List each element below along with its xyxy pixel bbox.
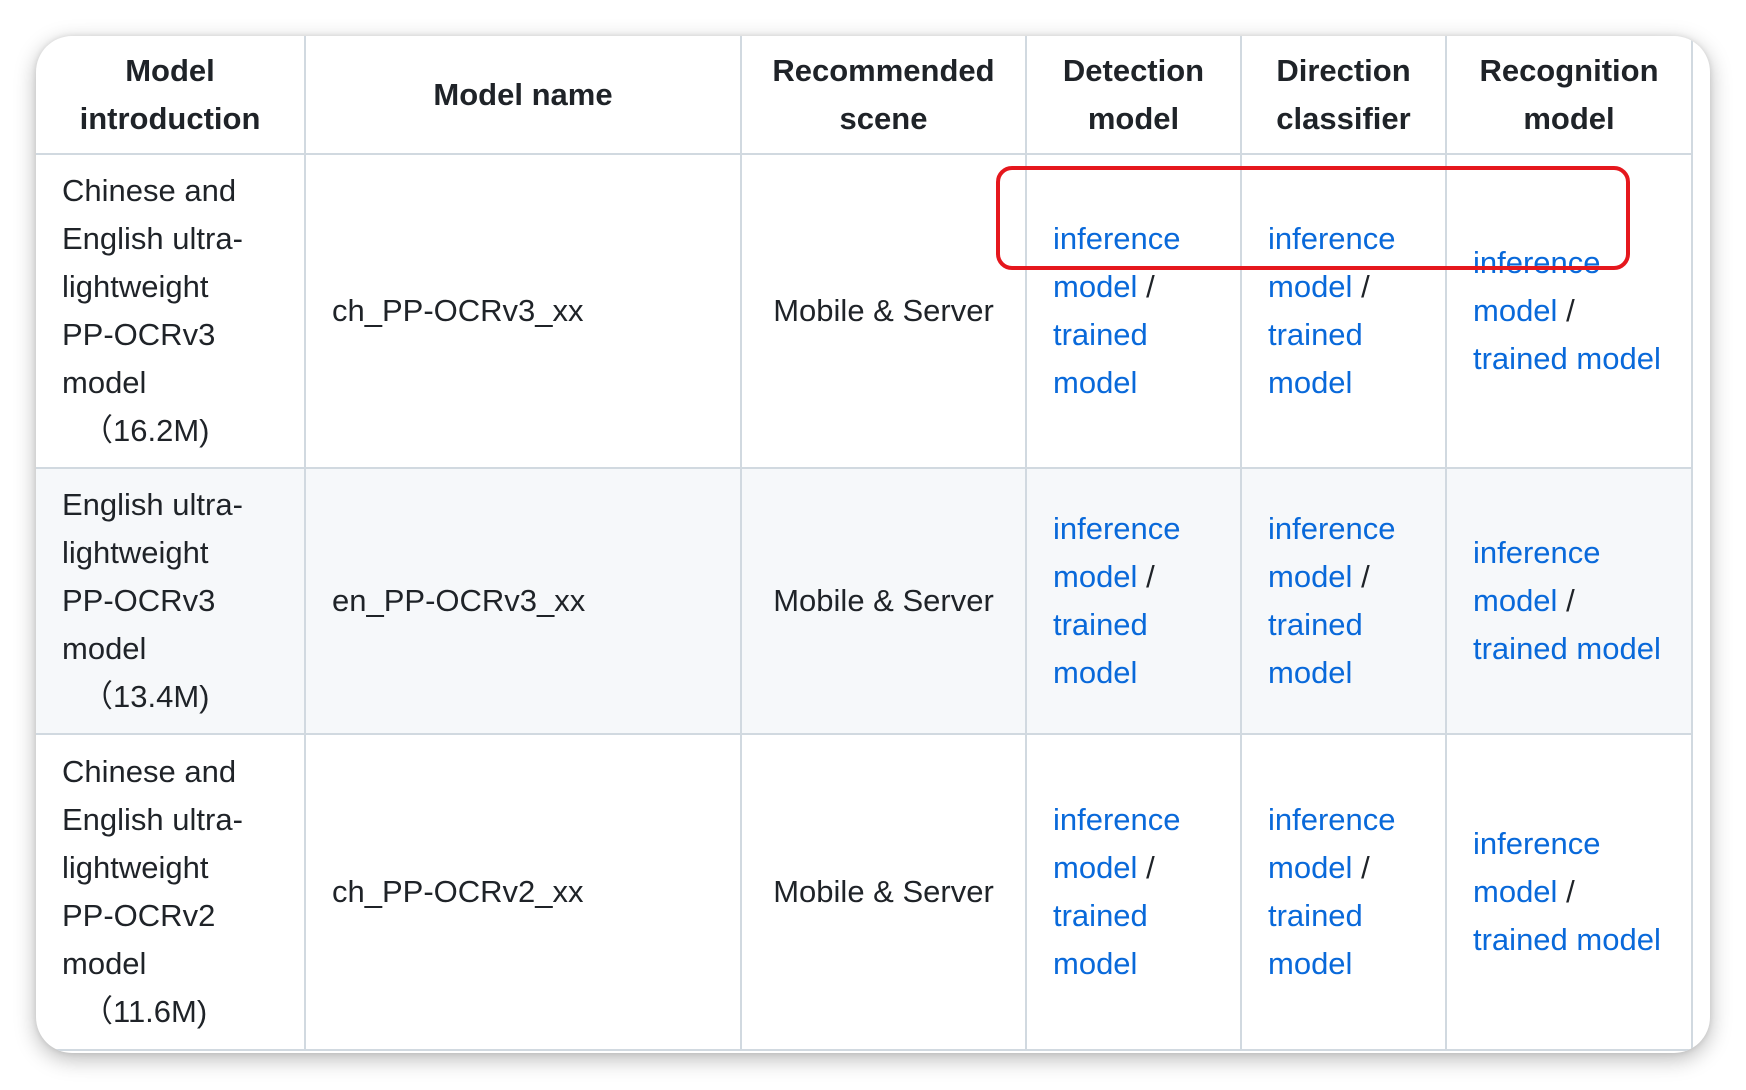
link-separator: / <box>1146 559 1155 594</box>
model-size: （16.2M) <box>82 413 210 448</box>
link-separator: / <box>1566 293 1575 328</box>
recognition-inference-model-link[interactable]: inference model <box>1473 535 1601 618</box>
detection-trained-model-link[interactable]: trained model <box>1053 317 1148 400</box>
recognition-inference-model-link[interactable]: inference model <box>1473 826 1601 909</box>
detection-inference-model-link[interactable]: inference model <box>1053 511 1181 594</box>
table-row-2-classifier: inference model / trained model <box>1242 735 1447 1051</box>
link-separator: / <box>1146 269 1155 304</box>
detection-inference-model-link[interactable]: inference model <box>1053 802 1181 885</box>
classifier-inference-model-link[interactable]: inference model <box>1268 802 1396 885</box>
intro-line: English ultra- <box>62 487 243 522</box>
classifier-inference-model-link[interactable]: inference model <box>1268 511 1396 594</box>
intro-line: PP-OCRv3 <box>62 317 216 352</box>
intro-line: model <box>62 631 147 666</box>
table-row-2-model-name: ch_PP-OCRv2_xx <box>306 735 742 1051</box>
intro-line: lightweight <box>62 535 209 570</box>
table-row-1-model-name: en_PP-OCRv3_xx <box>306 469 742 735</box>
intro-line: model <box>62 946 147 981</box>
model-size: （11.6M) <box>82 994 208 1029</box>
link-separator: / <box>1361 559 1370 594</box>
table-row-0-recognition: inference model / trained model <box>1447 155 1693 469</box>
intro-line: English ultra- <box>62 221 243 256</box>
intro-line: Chinese and <box>62 754 237 789</box>
link-separator: / <box>1361 269 1370 304</box>
header-recognition-model: Recognition model <box>1447 36 1693 155</box>
classifier-trained-model-link[interactable]: trained model <box>1268 317 1363 400</box>
table-row-1-scene: Mobile & Server <box>742 469 1027 735</box>
header-recommended-scene: Recommended scene <box>742 36 1027 155</box>
table-row-2-recognition: inference model / trained model <box>1447 735 1693 1051</box>
table-row-1-detection: inference model / trained model <box>1027 469 1242 735</box>
intro-line: lightweight <box>62 269 209 304</box>
detection-trained-model-link[interactable]: trained model <box>1053 607 1148 690</box>
intro-line: model <box>62 365 147 400</box>
classifier-trained-model-link[interactable]: trained model <box>1268 607 1363 690</box>
intro-line: PP-OCRv3 <box>62 583 216 618</box>
header-detection-model: Detection model <box>1027 36 1242 155</box>
table-row-2-detection: inference model / trained model <box>1027 735 1242 1051</box>
classifier-inference-model-link[interactable]: inference model <box>1268 221 1396 304</box>
screenshot-card: Model introduction Model name Recommende… <box>36 36 1710 1053</box>
table-row-1-classifier: inference model / trained model <box>1242 469 1447 735</box>
table-row-0-model-name: ch_PP-OCRv3_xx <box>306 155 742 469</box>
table-row-1-recognition: inference model / trained model <box>1447 469 1693 735</box>
table-row-2-intro: Chinese and English ultra- lightweight P… <box>36 735 306 1051</box>
table-row-0-intro: Chinese and English ultra- lightweight P… <box>36 155 306 469</box>
intro-line: English ultra- <box>62 802 243 837</box>
recognition-trained-model-link[interactable]: trained model <box>1473 922 1661 957</box>
header-direction-classifier: Direction classifier <box>1242 36 1447 155</box>
detection-trained-model-link[interactable]: trained model <box>1053 898 1148 981</box>
header-model-introduction: Model introduction <box>36 36 306 155</box>
recognition-trained-model-link[interactable]: trained model <box>1473 341 1661 376</box>
model-table: Model introduction Model name Recommende… <box>36 36 1693 1051</box>
header-model-name: Model name <box>306 36 742 155</box>
model-size: （13.4M) <box>82 679 210 714</box>
intro-line: lightweight <box>62 850 209 885</box>
link-separator: / <box>1566 583 1575 618</box>
table-row-0-classifier: inference model / trained model <box>1242 155 1447 469</box>
link-separator: / <box>1566 874 1575 909</box>
table-row-2-scene: Mobile & Server <box>742 735 1027 1051</box>
recognition-inference-model-link[interactable]: inference model <box>1473 245 1601 328</box>
intro-line: PP-OCRv2 <box>62 898 216 933</box>
link-separator: / <box>1361 850 1370 885</box>
table-row-1-intro: English ultra- lightweight PP-OCRv3 mode… <box>36 469 306 735</box>
intro-line: Chinese and <box>62 173 237 208</box>
detection-inference-model-link[interactable]: inference model <box>1053 221 1181 304</box>
recognition-trained-model-link[interactable]: trained model <box>1473 631 1661 666</box>
table-row-0-scene: Mobile & Server <box>742 155 1027 469</box>
table-row-0-detection: inference model / trained model <box>1027 155 1242 469</box>
link-separator: / <box>1146 850 1155 885</box>
classifier-trained-model-link[interactable]: trained model <box>1268 898 1363 981</box>
